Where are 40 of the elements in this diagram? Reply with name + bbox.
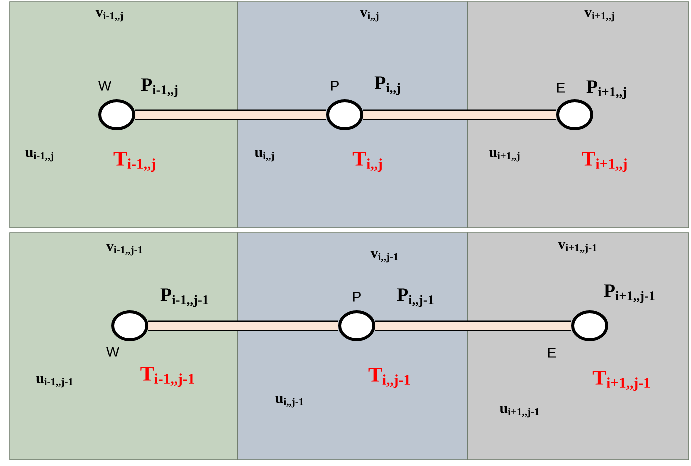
grid-cell — [238, 2, 468, 228]
beside-letter: E — [548, 348, 556, 358]
velocity-label: v$_{i,,j}$ — [360, 10, 379, 22]
pressure-label: P$_{i+1,,j-1}$ — [604, 284, 655, 304]
temperature-label: T$_{i,,j}$ — [352, 152, 382, 172]
pressure-label: P$_{i,,j-1}$ — [397, 288, 434, 308]
temperature-label: T$_{i-1,,j}$ — [114, 152, 156, 172]
temperature-label: T$_{i+1,,j-1}$ — [592, 371, 650, 391]
grid-cell — [10, 2, 238, 228]
beside-letter: P — [331, 81, 339, 91]
pressure-label: P$_{i-1,,j}$ — [141, 78, 178, 98]
connector-bar — [364, 110, 556, 120]
pressure-label: P$_{i+1,,j}$ — [586, 80, 626, 100]
velocity-label: u$_{i,,j}$ — [254, 150, 274, 162]
velocity-label: v$_{i-1,,j}$ — [96, 10, 124, 22]
velocity-label: v$_{i+1,,j-1}$ — [558, 242, 597, 254]
pressure-label: P$_{i,,j}$ — [374, 76, 400, 96]
pressure-label: P$_{i-1,,j-1}$ — [160, 288, 208, 308]
velocity-label: u$_{i-1,,j-1}$ — [36, 376, 73, 388]
connector-bar — [376, 320, 572, 332]
velocity-label: v$_{i,,j-1}$ — [370, 251, 398, 263]
beside-letter: E — [557, 83, 566, 93]
grid-cell — [238, 232, 468, 460]
temperature-label: T$_{i+1,,j}$ — [582, 152, 627, 172]
grid-cell — [10, 232, 238, 460]
beside-letter: P — [353, 292, 361, 302]
connector-bar — [136, 110, 326, 120]
temperature-label: T$_{i-1,,j-1}$ — [140, 366, 194, 387]
velocity-label: u$_{i+1,,j}$ — [489, 150, 520, 162]
beside-letter: W — [106, 347, 120, 357]
grid-cell — [468, 232, 690, 460]
beside-letter: W — [98, 81, 112, 91]
velocity-label: u$_{i-1,,j}$ — [26, 150, 54, 162]
temperature-label: T$_{i,,j-1}$ — [368, 368, 410, 388]
velocity-label: v$_{i+1,,j}$ — [584, 10, 614, 22]
velocity-label: u$_{i+1,,j-1}$ — [500, 406, 540, 418]
connector-bar — [148, 320, 338, 332]
velocity-label: v$_{i-1,,j-1}$ — [106, 244, 143, 256]
grid-cell — [468, 2, 690, 228]
velocity-label: u$_{i,,j-1}$ — [276, 396, 304, 408]
